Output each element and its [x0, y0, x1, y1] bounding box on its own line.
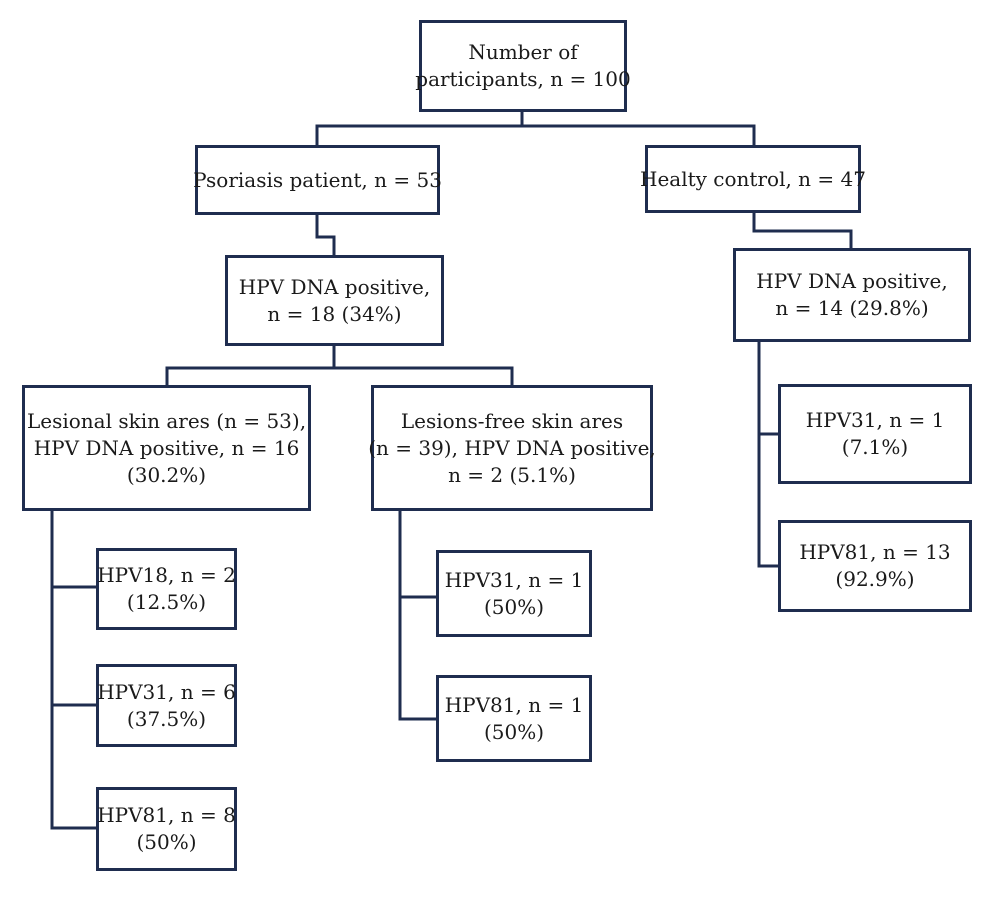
- node-text: HPV31, n = 1: [805, 408, 945, 432]
- node-text: n = 14 (29.8%): [775, 296, 929, 320]
- node-text: n = 2 (5.1%): [448, 462, 576, 487]
- node-text: (50%): [483, 719, 545, 744]
- node-text: HPV81, n = 13: [799, 540, 951, 564]
- node-text: HPV31, n = 1: [444, 567, 584, 592]
- control-hpv31-node: HPV31, n = 1 (7.1%): [778, 384, 972, 484]
- control-hpv-positive-node: HPV DNA positive, n = 14 (29.8%): [733, 248, 971, 342]
- node-text: (7.1%): [841, 435, 909, 459]
- node-text: HPV31, n = 6: [97, 679, 236, 704]
- lesion-free-hpv81-node: HPV81, n = 1 (50%): [436, 675, 592, 762]
- node-text: Healty control, n = 47: [640, 166, 866, 191]
- node-text: Psoriasis patient, n = 53: [193, 167, 442, 192]
- lesional-hpv81-node: HPV81, n = 8 (50%): [96, 787, 237, 871]
- node-text: (n = 39), HPV DNA positive,: [368, 435, 656, 460]
- node-text: HPV DNA positive, n = 16: [33, 435, 300, 460]
- node-text: (50%): [136, 830, 197, 854]
- node-text: HPV81, n = 8: [97, 803, 236, 827]
- node-text: n = 18 (34%): [267, 301, 402, 326]
- psoriasis-patient-node: Psoriasis patient, n = 53: [193, 145, 442, 215]
- node-text: Lesional skin ares (n = 53),: [26, 408, 307, 433]
- psoriasis-hpv-positive-node: HPV DNA positive, n = 18 (34%): [225, 255, 444, 346]
- lesional-skin-node: Lesional skin ares (n = 53), HPV DNA pos…: [22, 385, 311, 511]
- node-text: (50%): [483, 594, 545, 619]
- node-text: (92.9%): [835, 567, 915, 591]
- node-text: (30.2%): [126, 462, 207, 487]
- node-text: participants, n = 100: [415, 67, 631, 91]
- lesional-hpv31-node: HPV31, n = 6 (37.5%): [96, 664, 237, 747]
- node-text: HPV81, n = 1: [444, 692, 584, 717]
- node-text: HPV DNA positive,: [756, 269, 948, 293]
- node-text: (37.5%): [126, 706, 207, 731]
- control-hpv81-node: HPV81, n = 13 (92.9%): [778, 520, 972, 612]
- node-text: HPV DNA positive,: [238, 274, 431, 299]
- healthy-control-node: Healty control, n = 47: [640, 145, 866, 213]
- node-text: (12.5%): [126, 590, 207, 614]
- node-text: HPV18, n = 2: [97, 563, 236, 587]
- lesion-free-skin-node: Lesions-free skin ares (n = 39), HPV DNA…: [368, 385, 656, 511]
- node-text: Number of: [468, 40, 578, 64]
- lesion-free-hpv31-node: HPV31, n = 1 (50%): [436, 550, 592, 637]
- participants-node: Number of participants, n = 100: [415, 20, 631, 112]
- node-text: Lesions-free skin ares: [400, 408, 624, 433]
- lesional-hpv18-node: HPV18, n = 2 (12.5%): [96, 548, 237, 630]
